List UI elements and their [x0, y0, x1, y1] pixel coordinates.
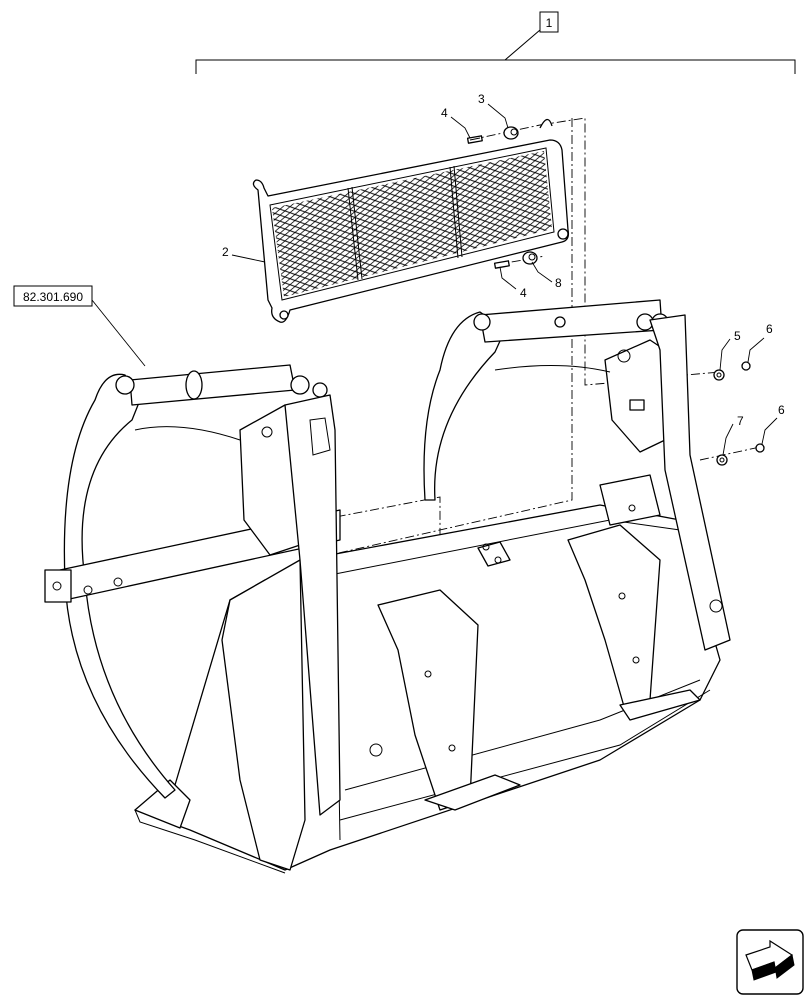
callout-2[interactable]: 2	[222, 245, 229, 259]
callout-4-bottom[interactable]: 4	[520, 286, 527, 300]
reference-label[interactable]: 82.301.690	[23, 290, 83, 304]
nut-6-lower[interactable]	[755, 443, 765, 453]
spacer-bottom[interactable]	[522, 251, 538, 265]
bolt-bottom[interactable]	[493, 260, 510, 269]
next-page-arrow-icon[interactable]	[736, 929, 804, 995]
bolt-top[interactable]	[466, 135, 483, 144]
callout-3[interactable]: 3	[478, 92, 485, 106]
nut-6-upper[interactable]	[741, 361, 751, 371]
callout-5[interactable]: 5	[734, 329, 741, 343]
washer-7[interactable]	[716, 454, 728, 466]
leader-lines	[231, 103, 778, 456]
callout-6-lower[interactable]: 6	[778, 403, 785, 417]
assembly-bracket: 1	[195, 11, 796, 74]
callout-labels: 2 3 4 4 8 5 6 7 6	[222, 92, 785, 428]
callout-7[interactable]: 7	[737, 414, 744, 428]
callout-6-upper[interactable]: 6	[766, 322, 773, 336]
grapple-bucket	[44, 299, 731, 874]
reference-link[interactable]: 82.301.690	[13, 285, 146, 367]
clamp-bracket	[477, 541, 511, 567]
callout-8[interactable]: 8	[555, 276, 562, 290]
callout-4-top[interactable]: 4	[441, 106, 448, 120]
spacer-top[interactable]	[503, 126, 519, 140]
callout-1[interactable]: 1	[546, 16, 553, 30]
washer-5[interactable]	[713, 369, 725, 381]
grid-guard[interactable]	[252, 118, 570, 323]
